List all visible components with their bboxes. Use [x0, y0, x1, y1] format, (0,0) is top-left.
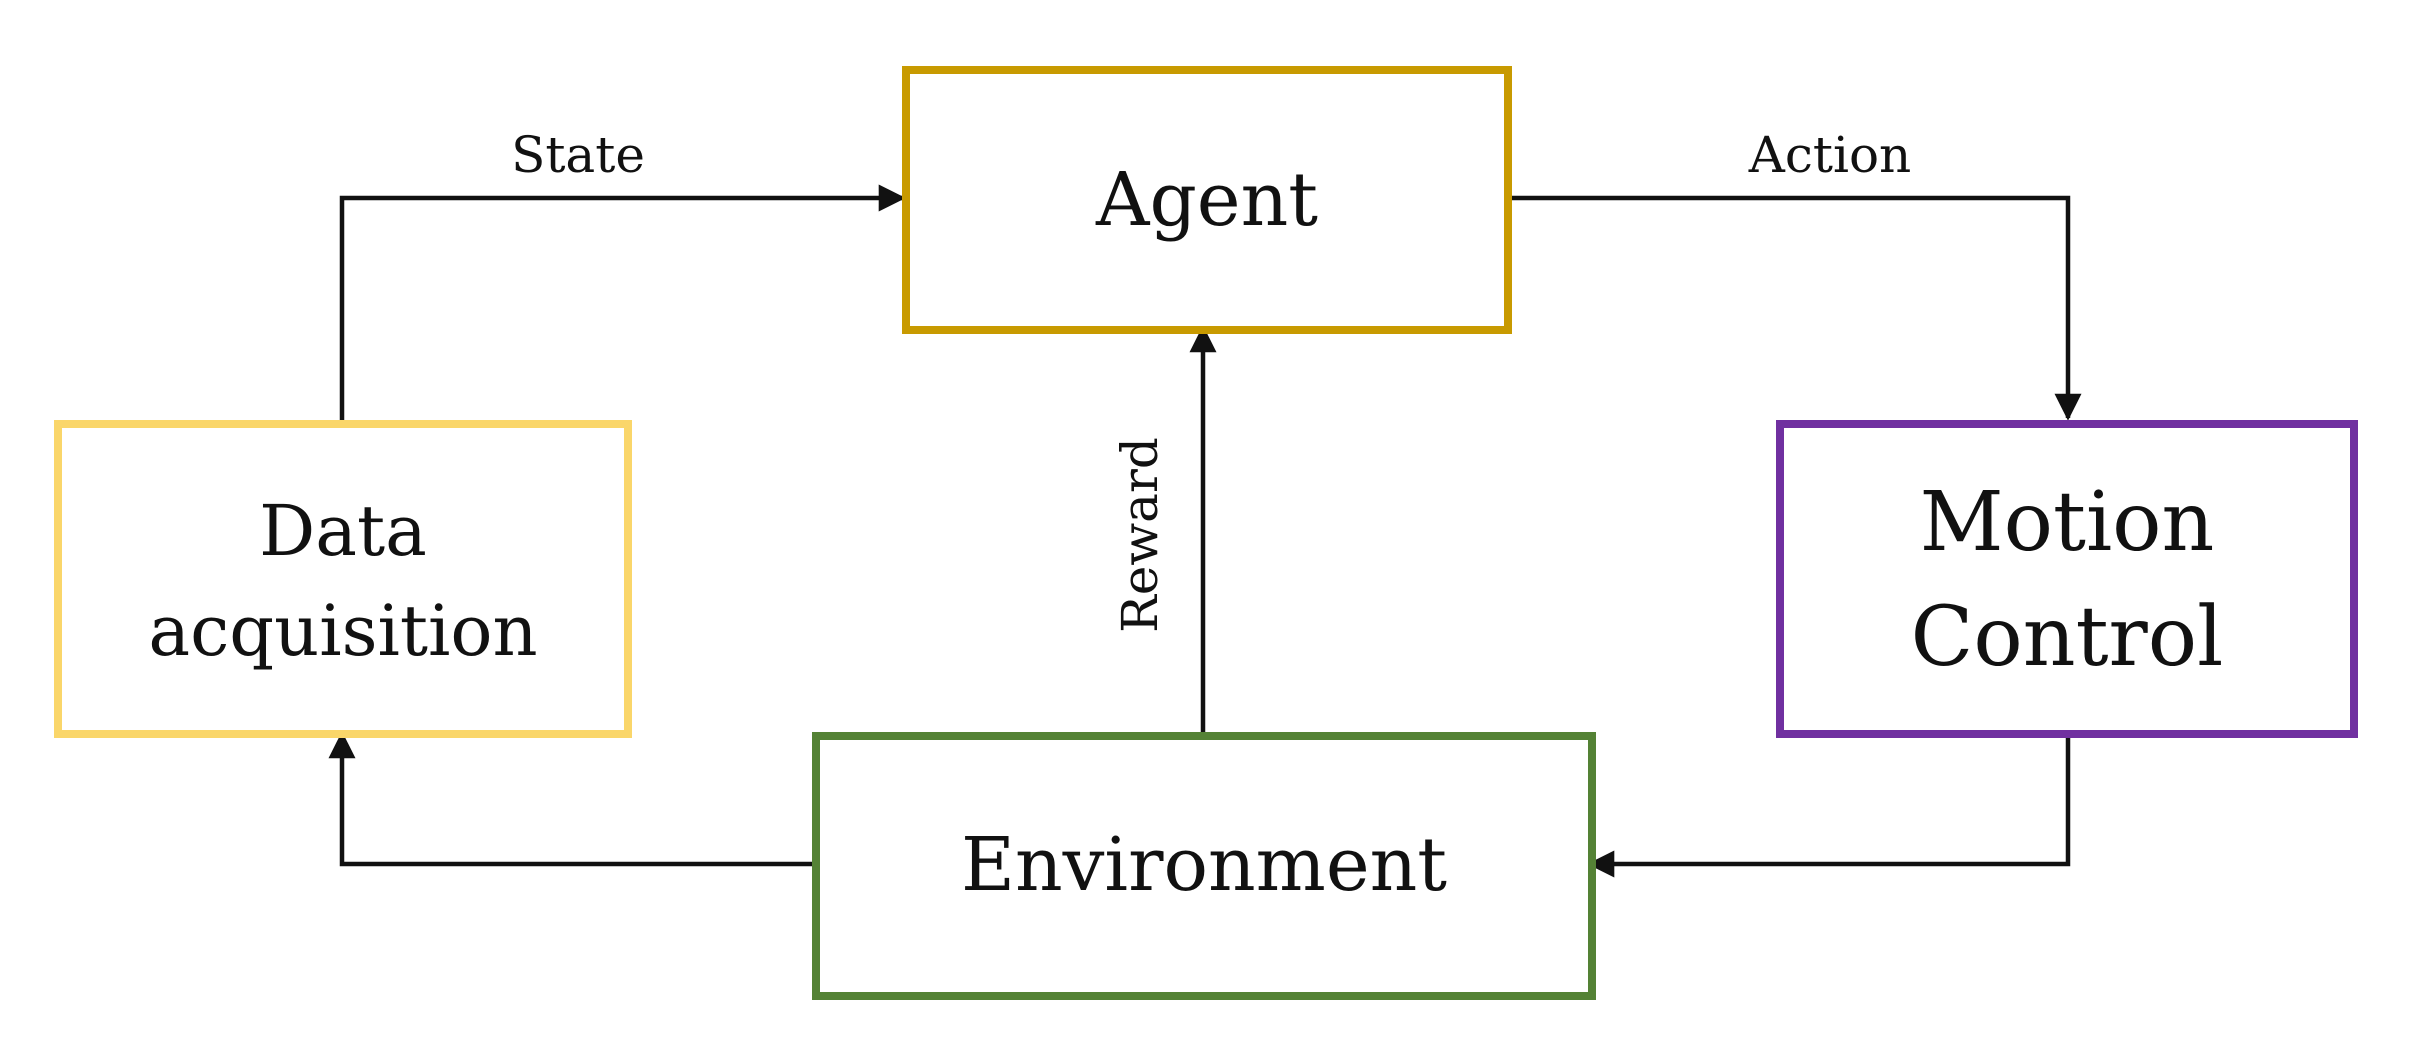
motion-control-label-line-1: Motion [1920, 475, 2215, 570]
reward-label: Reward [1111, 437, 1169, 633]
motion-control-label-line-2: Control [1911, 590, 2224, 685]
action-arrow [1507, 195, 2082, 421]
state-label: State [511, 126, 645, 184]
data-acquisition-label-line-1: Data [259, 490, 427, 572]
environment-label: Environment [961, 822, 1447, 908]
motion-control-box [1776, 420, 2358, 738]
state-arrow [339, 184, 906, 422]
agent-label: Agent [1095, 157, 1318, 243]
data-acquisition-box [54, 420, 632, 738]
data-acquisition-label-line-2: acquisition [148, 590, 537, 672]
action-label: Action [1748, 126, 1912, 184]
control-to-environment-arrow [1587, 738, 2071, 878]
environment-node: Environment [812, 732, 1596, 1000]
environment-box [812, 732, 1596, 1000]
agent-node: Agent [902, 66, 1512, 334]
motion-control-node: Motion Control [1776, 420, 2358, 738]
environment-to-data-arrow [328, 731, 814, 867]
data-acquisition-node: Data acquisition [54, 420, 632, 738]
agent-box [902, 66, 1512, 334]
